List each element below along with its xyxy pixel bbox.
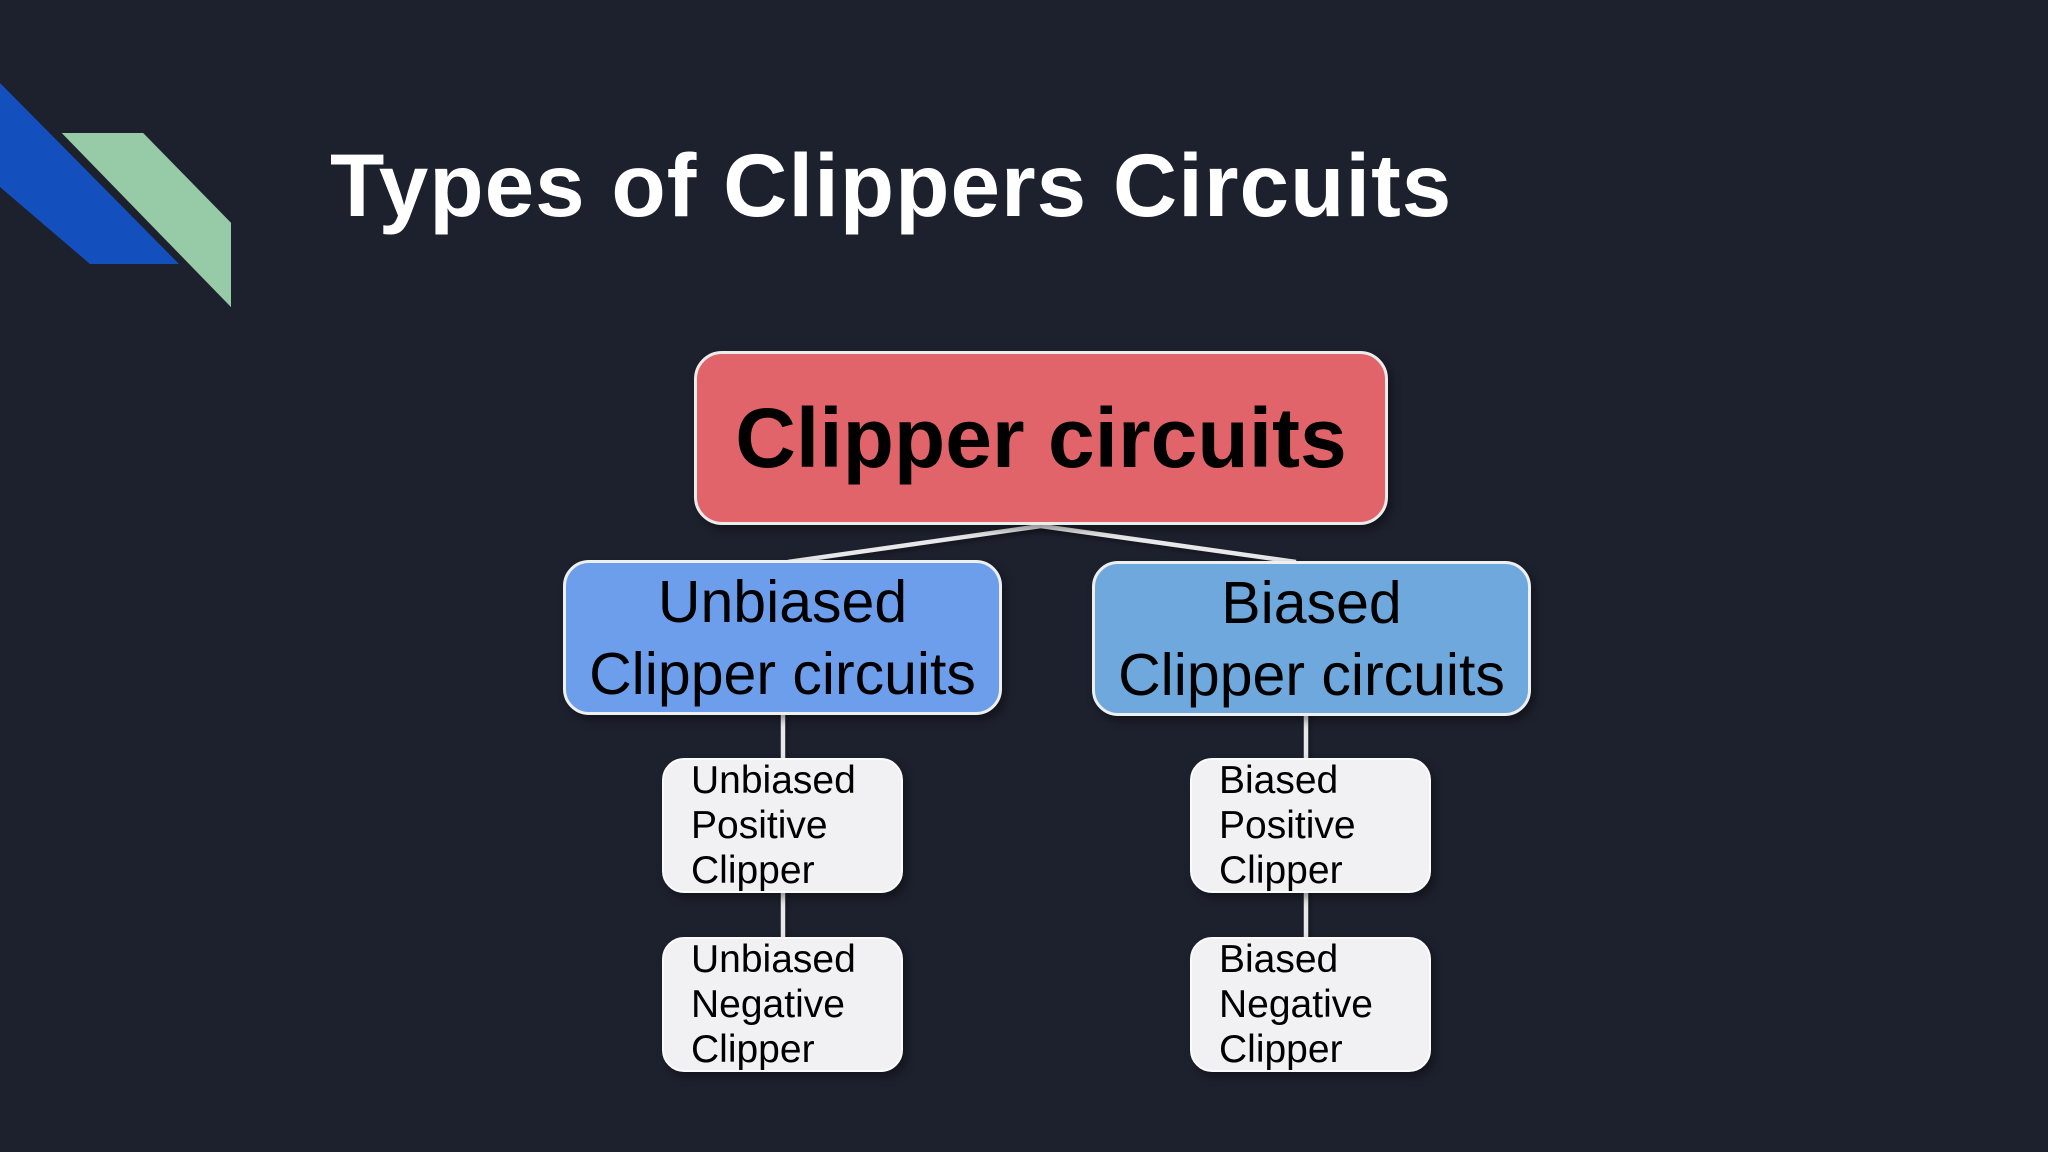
leaf-label-line: Biased xyxy=(1219,938,1339,981)
node-biased-clipper-circuits: Biased Clipper circuits xyxy=(1092,561,1531,716)
decoration-green-stripe xyxy=(52,129,235,317)
node-clipper-circuits: Clipper circuits xyxy=(694,351,1388,525)
node-unbiased-positive-clipper: Unbiased Positive Clipper xyxy=(662,758,903,893)
leaf-label-line: Clipper xyxy=(1219,849,1343,892)
node-unbiased-label-line2: Clipper circuits xyxy=(589,640,976,707)
decoration-blue-stripe xyxy=(0,83,179,264)
node-biased-negative-clipper: Biased Negative Clipper xyxy=(1190,937,1431,1072)
leaf-label-line: Positive xyxy=(1219,804,1356,847)
leaf-label-line: Unbiased xyxy=(691,759,856,802)
leaf-label-line: Clipper xyxy=(691,1028,815,1071)
leaf-label-line: Unbiased xyxy=(691,938,856,981)
leaf-label-line: Biased xyxy=(1219,759,1339,802)
node-biased-positive-clipper: Biased Positive Clipper xyxy=(1190,758,1431,893)
node-clipper-circuits-label: Clipper circuits xyxy=(735,390,1347,485)
leaf-label-line: Negative xyxy=(1219,983,1373,1026)
connector-root-to-unbiased xyxy=(787,523,1042,565)
slide-title: Types of Clippers Circuits xyxy=(330,135,1453,235)
node-biased-label-line1: Biased xyxy=(1221,569,1402,636)
leaf-label-line: Positive xyxy=(691,804,828,847)
node-biased-label-line2: Clipper circuits xyxy=(1118,641,1505,708)
leaf-label-line: Negative xyxy=(691,983,845,1026)
node-unbiased-clipper-circuits: Unbiased Clipper circuits xyxy=(563,560,1002,715)
node-unbiased-label-line1: Unbiased xyxy=(657,568,908,635)
leaf-label-line: Clipper xyxy=(691,849,815,892)
node-unbiased-negative-clipper: Unbiased Negative Clipper xyxy=(662,937,903,1072)
corner-decoration xyxy=(0,83,235,317)
connector-root-to-biased xyxy=(1040,523,1297,565)
leaf-label-line: Clipper xyxy=(1219,1028,1343,1071)
